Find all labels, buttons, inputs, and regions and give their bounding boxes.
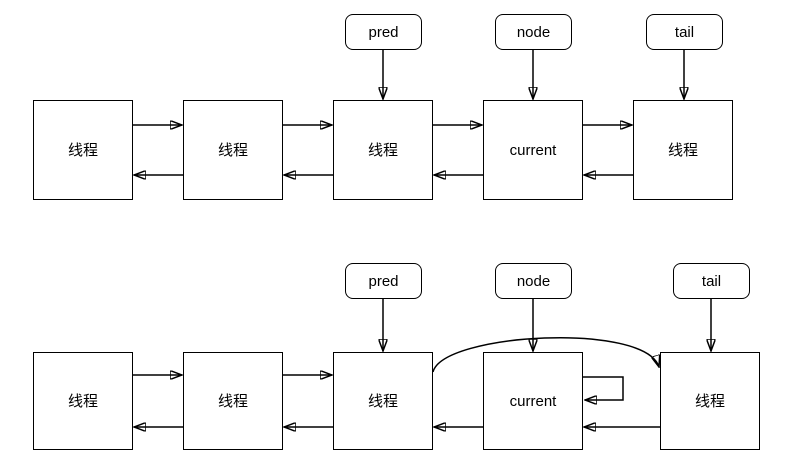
current-node-row1: current [483, 100, 583, 200]
pointer-label-pred-row1: pred [345, 14, 422, 50]
thread-node-row1-3: 线程 [333, 100, 433, 200]
pointer-label-node-row1: node [495, 14, 572, 50]
thread-node-row1-2: 线程 [183, 100, 283, 200]
thread-node-row2-2: 线程 [183, 352, 283, 450]
current-node-row2: current [483, 352, 583, 450]
thread-node-row2-5: 线程 [660, 352, 760, 450]
thread-node-row2-1: 线程 [33, 352, 133, 450]
pointer-label-node-row2: node [495, 263, 572, 299]
thread-node-row1-5: 线程 [633, 100, 733, 200]
thread-node-row1-1: 线程 [33, 100, 133, 200]
pointer-label-tail-row1: tail [646, 14, 723, 50]
pointer-label-pred-row2: pred [345, 263, 422, 299]
pointer-label-tail-row2: tail [673, 263, 750, 299]
thread-node-row2-3: 线程 [333, 352, 433, 450]
edge-r2-skip-arc-3-5 [432, 336, 659, 373]
edge-r2-current-self-loop [583, 376, 624, 400]
